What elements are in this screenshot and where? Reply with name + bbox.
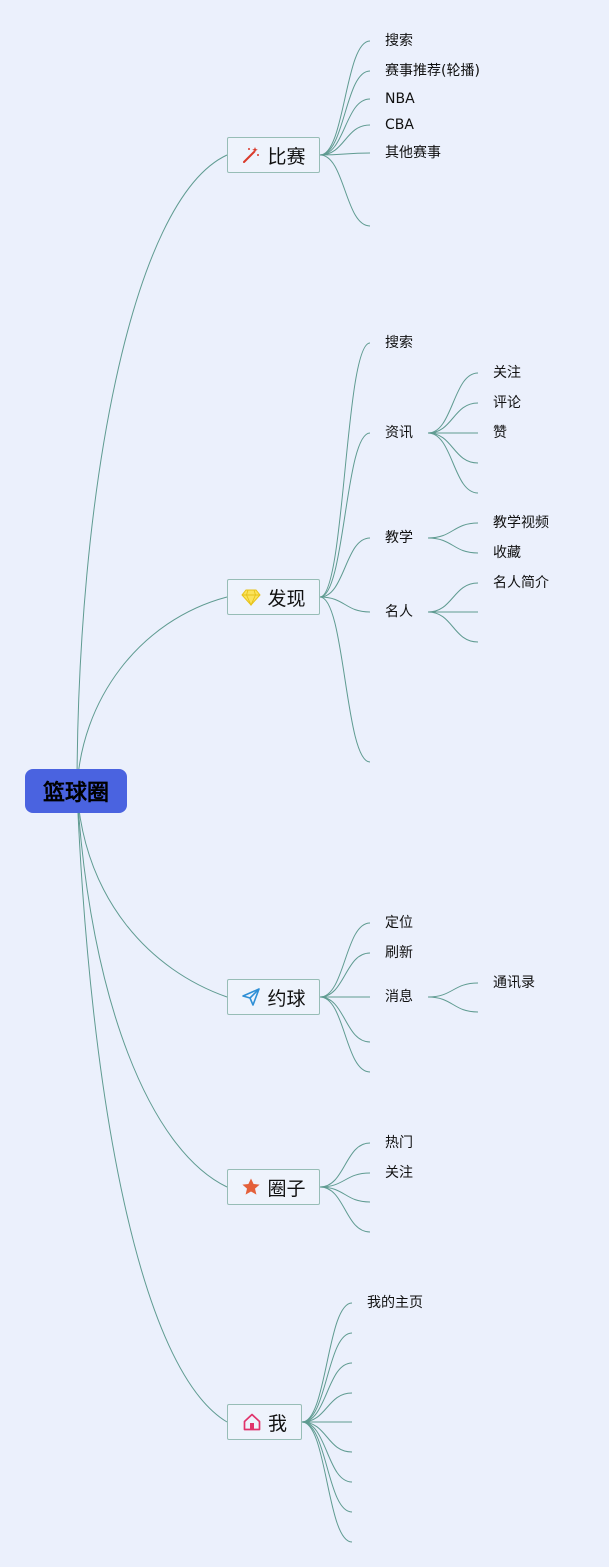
- leaf-yueqiu-message[interactable]: 消息: [385, 989, 413, 1005]
- branch-label: 发现: [267, 587, 306, 610]
- branch-faxian[interactable]: 发现: [227, 579, 320, 615]
- leaf-news-follow[interactable]: 关注: [493, 365, 521, 381]
- leaf-teaching-video[interactable]: 教学视频: [493, 515, 549, 531]
- leaf-quanzi-hot[interactable]: 热门: [385, 1135, 413, 1151]
- link-root-quanzi: [76, 790, 228, 1188]
- branch-yueqiu[interactable]: 约球: [227, 979, 320, 1015]
- leaf-bisai-recommend[interactable]: 赛事推荐(轮播): [385, 63, 480, 79]
- diamond-icon: [241, 587, 262, 607]
- links-faxian: [319, 342, 479, 763]
- leaf-bisai-other[interactable]: 其他赛事: [385, 145, 441, 161]
- magic-wand-icon: [241, 145, 261, 165]
- branch-label: 比赛: [267, 145, 306, 168]
- link-root-wo: [76, 790, 228, 1423]
- leaf-bisai-nba[interactable]: NBA: [385, 91, 415, 107]
- leaf-news-like[interactable]: 赞: [493, 425, 507, 441]
- leaf-faxian-search[interactable]: 搜索: [385, 335, 413, 351]
- root-node[interactable]: 篮球圈: [25, 769, 127, 813]
- link-root-bisai: [76, 154, 228, 792]
- branch-quanzi[interactable]: 圈子: [227, 1169, 320, 1205]
- links-wo: [301, 1302, 353, 1543]
- leaf-news-comment[interactable]: 评论: [493, 395, 521, 411]
- link-root-faxian: [76, 596, 228, 792]
- leaf-teaching-favorite[interactable]: 收藏: [493, 545, 521, 561]
- leaf-wo-homepage[interactable]: 我的主页: [367, 1295, 423, 1311]
- links-bisai: [319, 40, 371, 227]
- branch-label: 圈子: [267, 1177, 306, 1200]
- root-label: 篮球圈: [42, 781, 109, 806]
- leaf-yueqiu-location[interactable]: 定位: [385, 915, 413, 931]
- links-yueqiu: [319, 922, 479, 1073]
- link-root-yueqiu: [76, 790, 228, 998]
- star-icon: [241, 1177, 261, 1197]
- branch-label: 约球: [267, 987, 306, 1010]
- leaf-faxian-teaching[interactable]: 教学: [385, 530, 413, 546]
- links-quanzi: [319, 1142, 371, 1233]
- leaf-bisai-search[interactable]: 搜索: [385, 33, 413, 49]
- leaf-quanzi-follow[interactable]: 关注: [385, 1165, 413, 1181]
- leaf-yueqiu-refresh[interactable]: 刷新: [385, 945, 413, 961]
- paper-plane-icon: [241, 987, 261, 1007]
- leaf-celebrity-profile[interactable]: 名人简介: [493, 575, 549, 591]
- branch-wo[interactable]: 我: [227, 1404, 302, 1440]
- branch-label: 我: [267, 1412, 287, 1435]
- branch-bisai[interactable]: 比赛: [227, 137, 320, 173]
- leaf-faxian-celebrity[interactable]: 名人: [385, 604, 413, 620]
- leaf-bisai-cba[interactable]: CBA: [385, 117, 414, 133]
- leaf-message-contacts[interactable]: 通讯录: [493, 975, 535, 991]
- leaf-faxian-news[interactable]: 资讯: [385, 425, 413, 441]
- home-icon: [242, 1412, 262, 1432]
